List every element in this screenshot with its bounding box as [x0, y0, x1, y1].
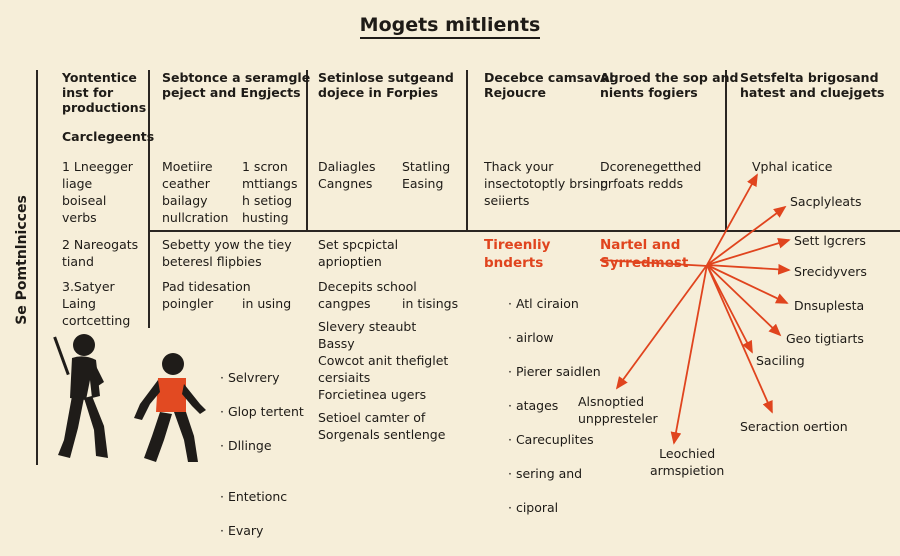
fan-label-6: Geo tigtiarts — [786, 331, 864, 346]
col2-block-a1: Moetiire ceather bailagy nullcration — [162, 159, 229, 225]
fan-label-7: Saciling — [756, 353, 805, 368]
fan-label-5: Dnsuplesta — [794, 298, 865, 313]
col5-block-a: Dcorenegetthed prfoats redds — [600, 159, 702, 191]
col3-block-a1: Daliagles Cangnes — [318, 159, 376, 191]
col3-block-d: Slevery steaubt Bassy — [318, 319, 417, 351]
fan-label-2: Sacplyleats — [790, 194, 862, 209]
list-item: Evary — [220, 522, 304, 539]
fan-arrow-10 — [615, 264, 708, 390]
list-item: Glop tertent — [220, 403, 304, 420]
fan-arrow-1 — [706, 173, 758, 266]
col1-item-2: 2 Nareogats tiand — [62, 237, 139, 269]
list-item: atages — [508, 397, 601, 414]
list-item: Carecuplites — [508, 431, 601, 448]
col4-block-a: Thack your insectotoptly brsing seiierts — [484, 159, 609, 208]
col3-block-b: Set spcpictal aprioptien — [318, 237, 399, 269]
col2-block-a2: 1 scron mttiangs h setiog husting — [242, 159, 298, 225]
fan-label-1: Vphal icatice — [752, 159, 833, 174]
col2-block-b: Sebetty yow the tiey beteresl flipbies — [162, 237, 292, 269]
title-text: Mogets mitlients — [359, 14, 541, 39]
fan-arrow-3 — [706, 237, 791, 266]
grid-line-2 — [306, 70, 308, 230]
grid-line-4 — [725, 70, 727, 230]
fan-arrow-11 — [599, 259, 709, 267]
col3-block-e: Cowcot anit thefiglet cersiaits Forcieti… — [318, 353, 449, 402]
diagram-graphics — [53, 173, 791, 462]
col3-block-a2: Statling Easing — [402, 159, 451, 191]
list-item: Atl ciraion — [508, 295, 601, 312]
fan-arrow-8 — [706, 264, 773, 414]
header-col1: Yontentice inst for productions — [62, 70, 147, 115]
fan-label-9: Leochied armspietion — [650, 446, 725, 478]
list-item: Pierer saidlen — [508, 363, 601, 380]
col2-block-c2: in using — [242, 296, 292, 311]
header-col5: Agroed the sop and nients fogiers — [600, 70, 739, 100]
grid-line-1 — [148, 70, 150, 328]
figure-child-icon — [134, 353, 206, 462]
header-col4: Decebce camsaval Rejoucre — [484, 70, 614, 100]
fan-label-4: Srecidyvers — [794, 264, 867, 279]
col4-red-heading: Tireenliy bnderts — [484, 237, 551, 271]
list-item: Dllinge — [220, 437, 304, 454]
fan-arrow-9 — [670, 264, 708, 445]
col3-block-f: Setioel camter of Sorgenals sentlenge — [318, 410, 446, 442]
list-item: sering and — [508, 465, 601, 482]
page-title: Mogets mitlients — [0, 14, 900, 39]
figure-walker-icon — [53, 334, 108, 458]
fan-arrow-7 — [706, 264, 753, 354]
list-item: Entetionc — [220, 488, 304, 505]
fan-label-8: Seraction oertion — [740, 419, 848, 434]
fan-label-3: Sett lgcrers — [794, 233, 866, 248]
middle-rule — [150, 230, 900, 232]
grid-line-0 — [36, 70, 38, 465]
fan-arrow-2 — [706, 205, 787, 266]
fan-arrow-5 — [706, 264, 789, 304]
col3-block-c2: in tisings — [402, 296, 459, 311]
list-item: Selvrery — [220, 369, 304, 386]
col3-block-c1: Decepits school cangpes — [318, 279, 417, 311]
fan-arrow-6 — [706, 264, 782, 337]
col2-block-c1: Pad tidesation poingler — [162, 279, 251, 311]
header-col2: Sebtonce a seramgle peject and Engjects — [162, 70, 311, 100]
list-item: airlow — [508, 329, 601, 346]
header-col6: Setsfelta brigosand hatest and cluejgets — [740, 70, 885, 100]
col1-item-1: 1 Lneegger liage boiseal verbs — [62, 159, 133, 225]
col1-item-3: 3.Satyer Laing cortcetting — [62, 279, 131, 328]
fan-arrow-4 — [706, 263, 791, 275]
fan-label-10: Alsnoptied unppresteler — [578, 394, 658, 426]
col1-subheading: Carclegeents — [62, 129, 155, 144]
grid-line-3 — [466, 70, 468, 230]
header-col3: Setinlose sutgeand dojece in Forpies — [318, 70, 454, 100]
